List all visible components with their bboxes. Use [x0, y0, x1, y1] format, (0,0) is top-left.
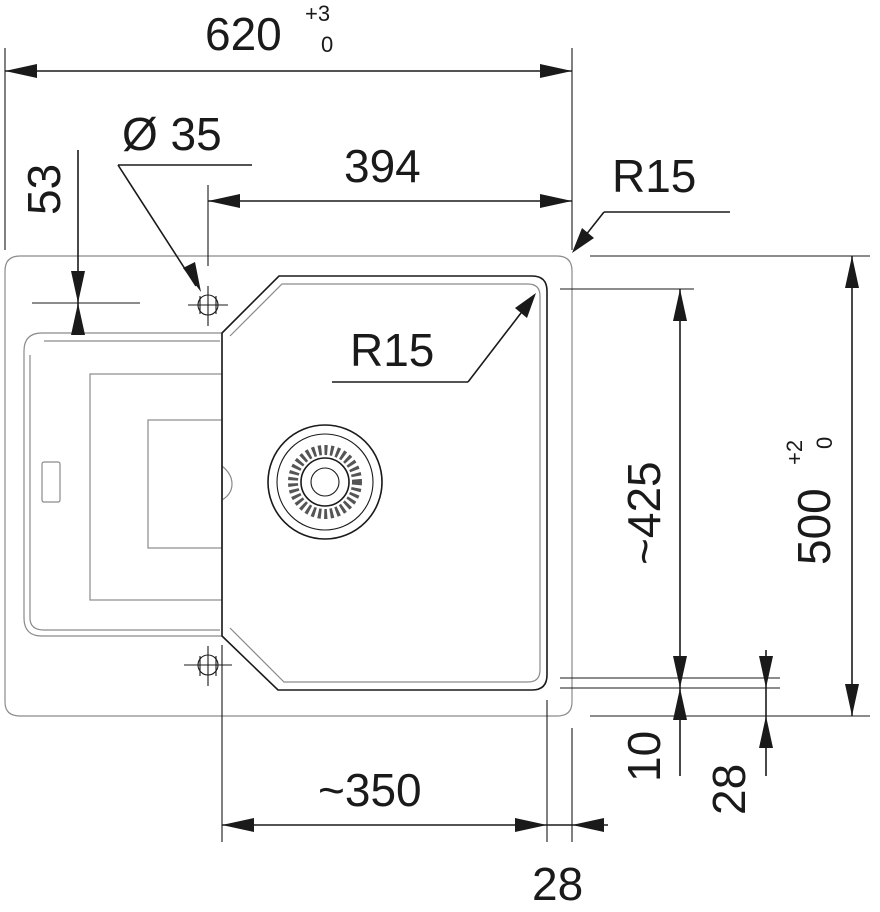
dim-hole-leader: [117, 164, 197, 287]
drain-center: [310, 467, 340, 497]
label-total-depth-tol-upper: +2: [782, 440, 807, 465]
bowl: [221, 275, 548, 691]
label-total-width-tol-lower: 0: [321, 32, 333, 57]
dimension-labels: 620 +3 0 Ø 35 394 R15 R15 ~350 28 53 ~42…: [18, 1, 840, 910]
drainer-outer: [23, 332, 223, 637]
drain-holes-ring: [288, 445, 362, 519]
drain-rim: [276, 433, 374, 531]
bowl-outer-edge: [221, 275, 548, 691]
label-10: 10: [618, 731, 670, 782]
drainer-edge-notch: [221, 465, 233, 501]
label-r15-outer: R15: [612, 150, 696, 202]
label-28-right: 28: [703, 764, 755, 815]
drainer-overflow-slot: [41, 461, 61, 503]
label-53: 53: [18, 164, 70, 215]
dimension-lines: [4, 48, 870, 842]
label-350: ~350: [318, 764, 422, 816]
tap-hole-top: [188, 286, 228, 326]
label-total-width-tol-upper: +3: [305, 1, 330, 26]
bowl-inner-edge: [229, 283, 541, 683]
label-total-depth: 500: [788, 488, 840, 565]
drain-inner-ring: [300, 457, 350, 507]
label-hole-diameter: Ø 35: [122, 108, 222, 160]
sink-outer-edge: [4, 255, 573, 717]
drainer-area: [23, 332, 233, 637]
label-total-depth-tol-lower: 0: [812, 437, 837, 449]
label-425: ~425: [618, 461, 670, 565]
label-28-bottom: 28: [532, 858, 583, 910]
sink-outline: [4, 255, 573, 717]
drain-outer-ring: [267, 424, 383, 540]
drainer-inner: [29, 340, 220, 631]
tap-hole-bottom: [184, 646, 232, 686]
label-394: 394: [344, 140, 421, 192]
drainer-ribbed-zone: [89, 373, 223, 601]
drain-strainer: [267, 424, 383, 540]
label-r15-bowl: R15: [350, 324, 434, 376]
label-total-width: 620: [205, 8, 282, 60]
drainer-center-panel: [147, 419, 223, 549]
